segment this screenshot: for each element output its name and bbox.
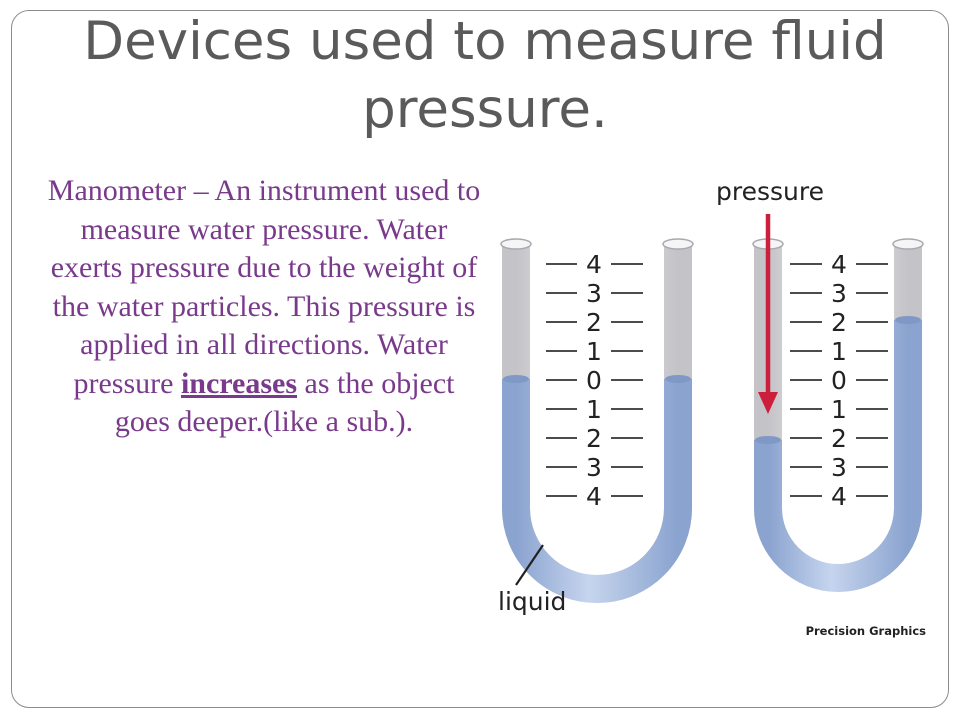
scale-label: 1 (586, 337, 602, 366)
slide-title: Devices used to measure fluid pressure. (83, 11, 887, 140)
tube-rim (662, 238, 694, 250)
scale-label: 1 (831, 395, 847, 424)
scale-label: 4 (831, 250, 847, 279)
pressure-label: pressure (716, 177, 824, 206)
body-text-part: Manometer – An instrument used to measur… (47, 174, 481, 400)
tube-rim (500, 238, 532, 250)
left-tube-liquid (502, 379, 692, 603)
right-meniscus (665, 375, 691, 383)
scale-label: 3 (831, 279, 847, 308)
tube-rim (892, 238, 924, 250)
slide-frame (11, 10, 949, 708)
slide-body-text: Manometer – An instrument used to measur… (44, 172, 484, 442)
left-meniscus (755, 436, 781, 444)
body-text-part: as the object goes deeper.(like a sub.). (114, 366, 455, 439)
left-manometer: 4 3 2 1 0 1 2 3 4 liquid (498, 238, 694, 616)
scale-label: 2 (831, 308, 847, 337)
emphasis-word: increases (180, 366, 298, 400)
scale-label: 1 (586, 395, 602, 424)
pressure-arrow (758, 214, 778, 414)
scale-label: 4 (831, 482, 847, 511)
scale-label: 2 (586, 308, 602, 337)
manometer-diagram: 4 3 2 1 0 1 2 3 4 liquid (498, 177, 927, 638)
right-meniscus (895, 316, 921, 324)
left-scale (546, 263, 643, 497)
scale-label: 2 (586, 424, 602, 453)
right-manometer: 4 3 2 1 0 1 2 3 4 pressure (716, 177, 924, 592)
scale-label: 4 (586, 250, 602, 279)
liquid-label: liquid (498, 587, 566, 616)
right-scale (790, 263, 888, 497)
scale-label: 3 (831, 453, 847, 482)
scale-label: 3 (586, 279, 602, 308)
left-meniscus (503, 375, 529, 383)
scale-label: 0 (831, 366, 847, 395)
scale-label: 1 (831, 337, 847, 366)
right-tube-liquid (754, 320, 922, 592)
scale-label: 2 (831, 424, 847, 453)
scale-label: 0 (586, 366, 602, 395)
liquid-pointer-line (515, 544, 544, 586)
manometer-figure: 4 3 2 1 0 1 2 3 4 liquid (488, 168, 936, 648)
scale-label: 4 (586, 482, 602, 511)
image-credit: Precision Graphics (806, 624, 927, 638)
scale-label: 3 (586, 453, 602, 482)
